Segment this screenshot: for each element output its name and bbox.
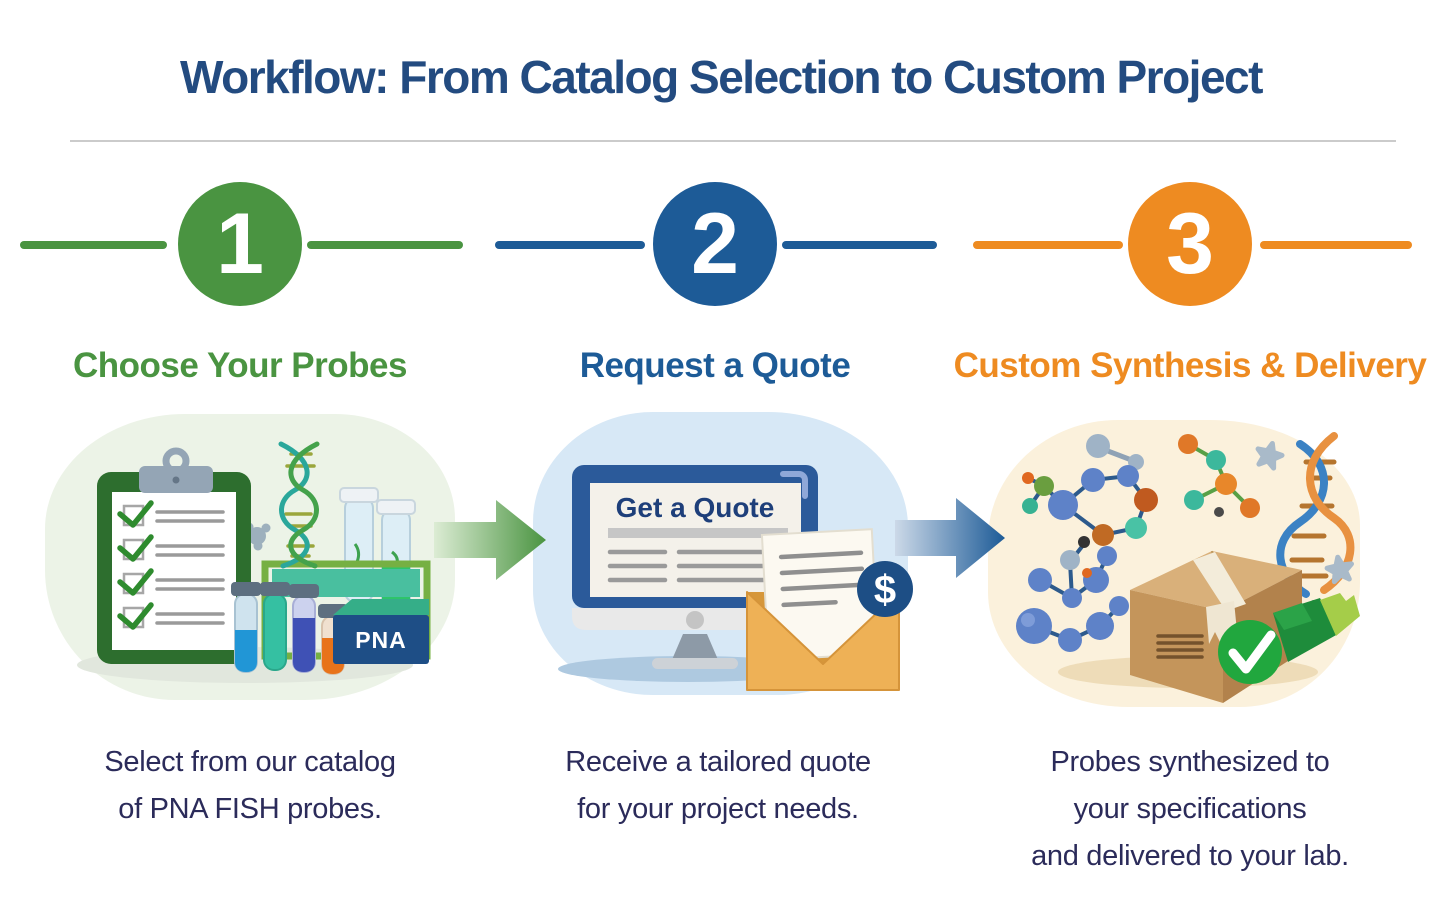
catalog-selection-illustration: PNA [77, 441, 431, 683]
step2-circle: 2 [653, 182, 777, 306]
step3-description: Probes synthesized to your specification… [950, 739, 1430, 880]
box-tape [1193, 552, 1246, 611]
title-divider [70, 140, 1396, 142]
step1-illustration: PNA [45, 414, 455, 700]
checklist-row [117, 568, 225, 596]
description-line: Receive a tailored quote [565, 746, 871, 778]
step3-number: 3 [1166, 195, 1214, 292]
step2-illustration: Get a Quote [533, 412, 913, 695]
step3-circle: 3 [1128, 182, 1252, 306]
step2-heading: Request a Quote [579, 346, 851, 385]
step3-heading: Custom Synthesis & Delivery [953, 346, 1427, 385]
dollar-badge-icon: $ [857, 561, 913, 617]
arrow-right-icon [434, 500, 546, 580]
page-title: Workflow: From Catalog Selection to Cust… [180, 51, 1263, 103]
molecule-branch-icon [1178, 434, 1260, 518]
step2-number: 2 [691, 195, 739, 292]
step2-connector-right [782, 241, 937, 249]
molecule-cluster-icon [1016, 596, 1129, 652]
envelope-letter-icon [746, 528, 900, 691]
molecule-dumbbell-icon [1086, 434, 1144, 470]
step3-connector-right [1260, 241, 1412, 249]
checklist-row [117, 500, 225, 528]
description-line: Select from our catalog [104, 746, 396, 778]
green-ribbon-icon [1273, 593, 1360, 662]
step1-description: Select from our catalog of PNA FISH prob… [30, 739, 470, 833]
molecule-ring-icon [1022, 465, 1158, 546]
clipboard-checklist-icon [97, 447, 251, 664]
step3-illustration [988, 420, 1360, 707]
description-line: and delivered to your lab. [1031, 840, 1349, 872]
check-badge-icon [1218, 620, 1282, 684]
monitor-button [686, 611, 704, 629]
arrow-right-icon [895, 498, 1005, 578]
description-line: Probes synthesized to [1050, 746, 1330, 778]
synthesis-delivery-illustration [1016, 432, 1360, 703]
quote-request-illustration: Get a Quote [558, 465, 913, 691]
molecule-chain-icon [1028, 536, 1117, 608]
step1-circle: 1 [178, 182, 302, 306]
check-icon [1228, 630, 1276, 674]
step1-connector-left [20, 241, 167, 249]
description-line: for your project needs. [577, 793, 859, 825]
step2-connector-left [495, 241, 645, 249]
dna-helix-icon [278, 441, 320, 569]
screen-corner-accent [780, 471, 808, 499]
monitor-base [652, 658, 738, 669]
box-label-lines [1156, 634, 1204, 659]
step3-connector-left [973, 241, 1123, 249]
box-tape-tail [1206, 601, 1238, 646]
step1-connector-right [307, 241, 463, 249]
star-shape-icon [1255, 440, 1355, 585]
envelope-front [746, 591, 900, 691]
checklist-row [117, 602, 225, 630]
screen-title: Get a Quote [616, 492, 775, 523]
pna-box-label: PNA [355, 627, 407, 653]
step1-heading: Choose Your Probes [73, 346, 407, 385]
letter-paper [760, 528, 880, 661]
description-line: your specifications [1073, 793, 1307, 825]
pna-box-icon: PNA [333, 599, 429, 664]
monitor-stand [671, 634, 719, 662]
step2-description: Receive a tailored quote for your projec… [478, 739, 958, 833]
checklist-row [117, 534, 225, 562]
step1-number: 1 [216, 195, 264, 292]
dollar-symbol: $ [874, 568, 896, 612]
description-line: of PNA FISH probes. [118, 793, 382, 825]
